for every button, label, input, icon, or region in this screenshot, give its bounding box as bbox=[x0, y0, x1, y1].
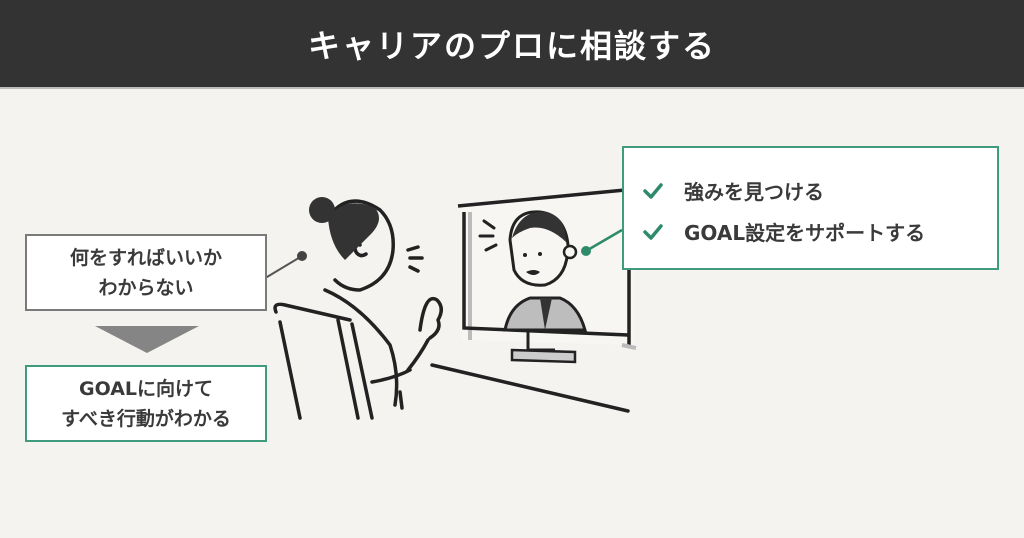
down-arrow-icon bbox=[95, 326, 199, 353]
result-line-2: すべき行動がわかる bbox=[61, 407, 231, 430]
header-bar: キャリアのプロに相談する bbox=[0, 0, 1024, 89]
support-item-label: GOAL設定をサポートする bbox=[684, 221, 926, 245]
current-problem-box: 何をすればいいか わからない bbox=[25, 234, 267, 311]
check-icon bbox=[643, 223, 663, 240]
support-item-label: 強みを見つける bbox=[684, 180, 824, 204]
problem-line-1: 何をすればいいか bbox=[69, 246, 222, 269]
advisor-support-box: 強みを見つける GOAL設定をサポートする bbox=[622, 146, 999, 270]
result-line-1: GOALに向けて bbox=[78, 377, 214, 400]
support-item: 強みを見つける bbox=[642, 170, 997, 211]
check-icon bbox=[643, 182, 663, 199]
result-box: GOALに向けて すべき行動がわかる bbox=[25, 365, 267, 442]
support-item: GOAL設定をサポートする bbox=[642, 211, 997, 252]
page-title: キャリアのプロに相談する bbox=[307, 26, 716, 65]
problem-line-2: わからない bbox=[98, 276, 194, 299]
